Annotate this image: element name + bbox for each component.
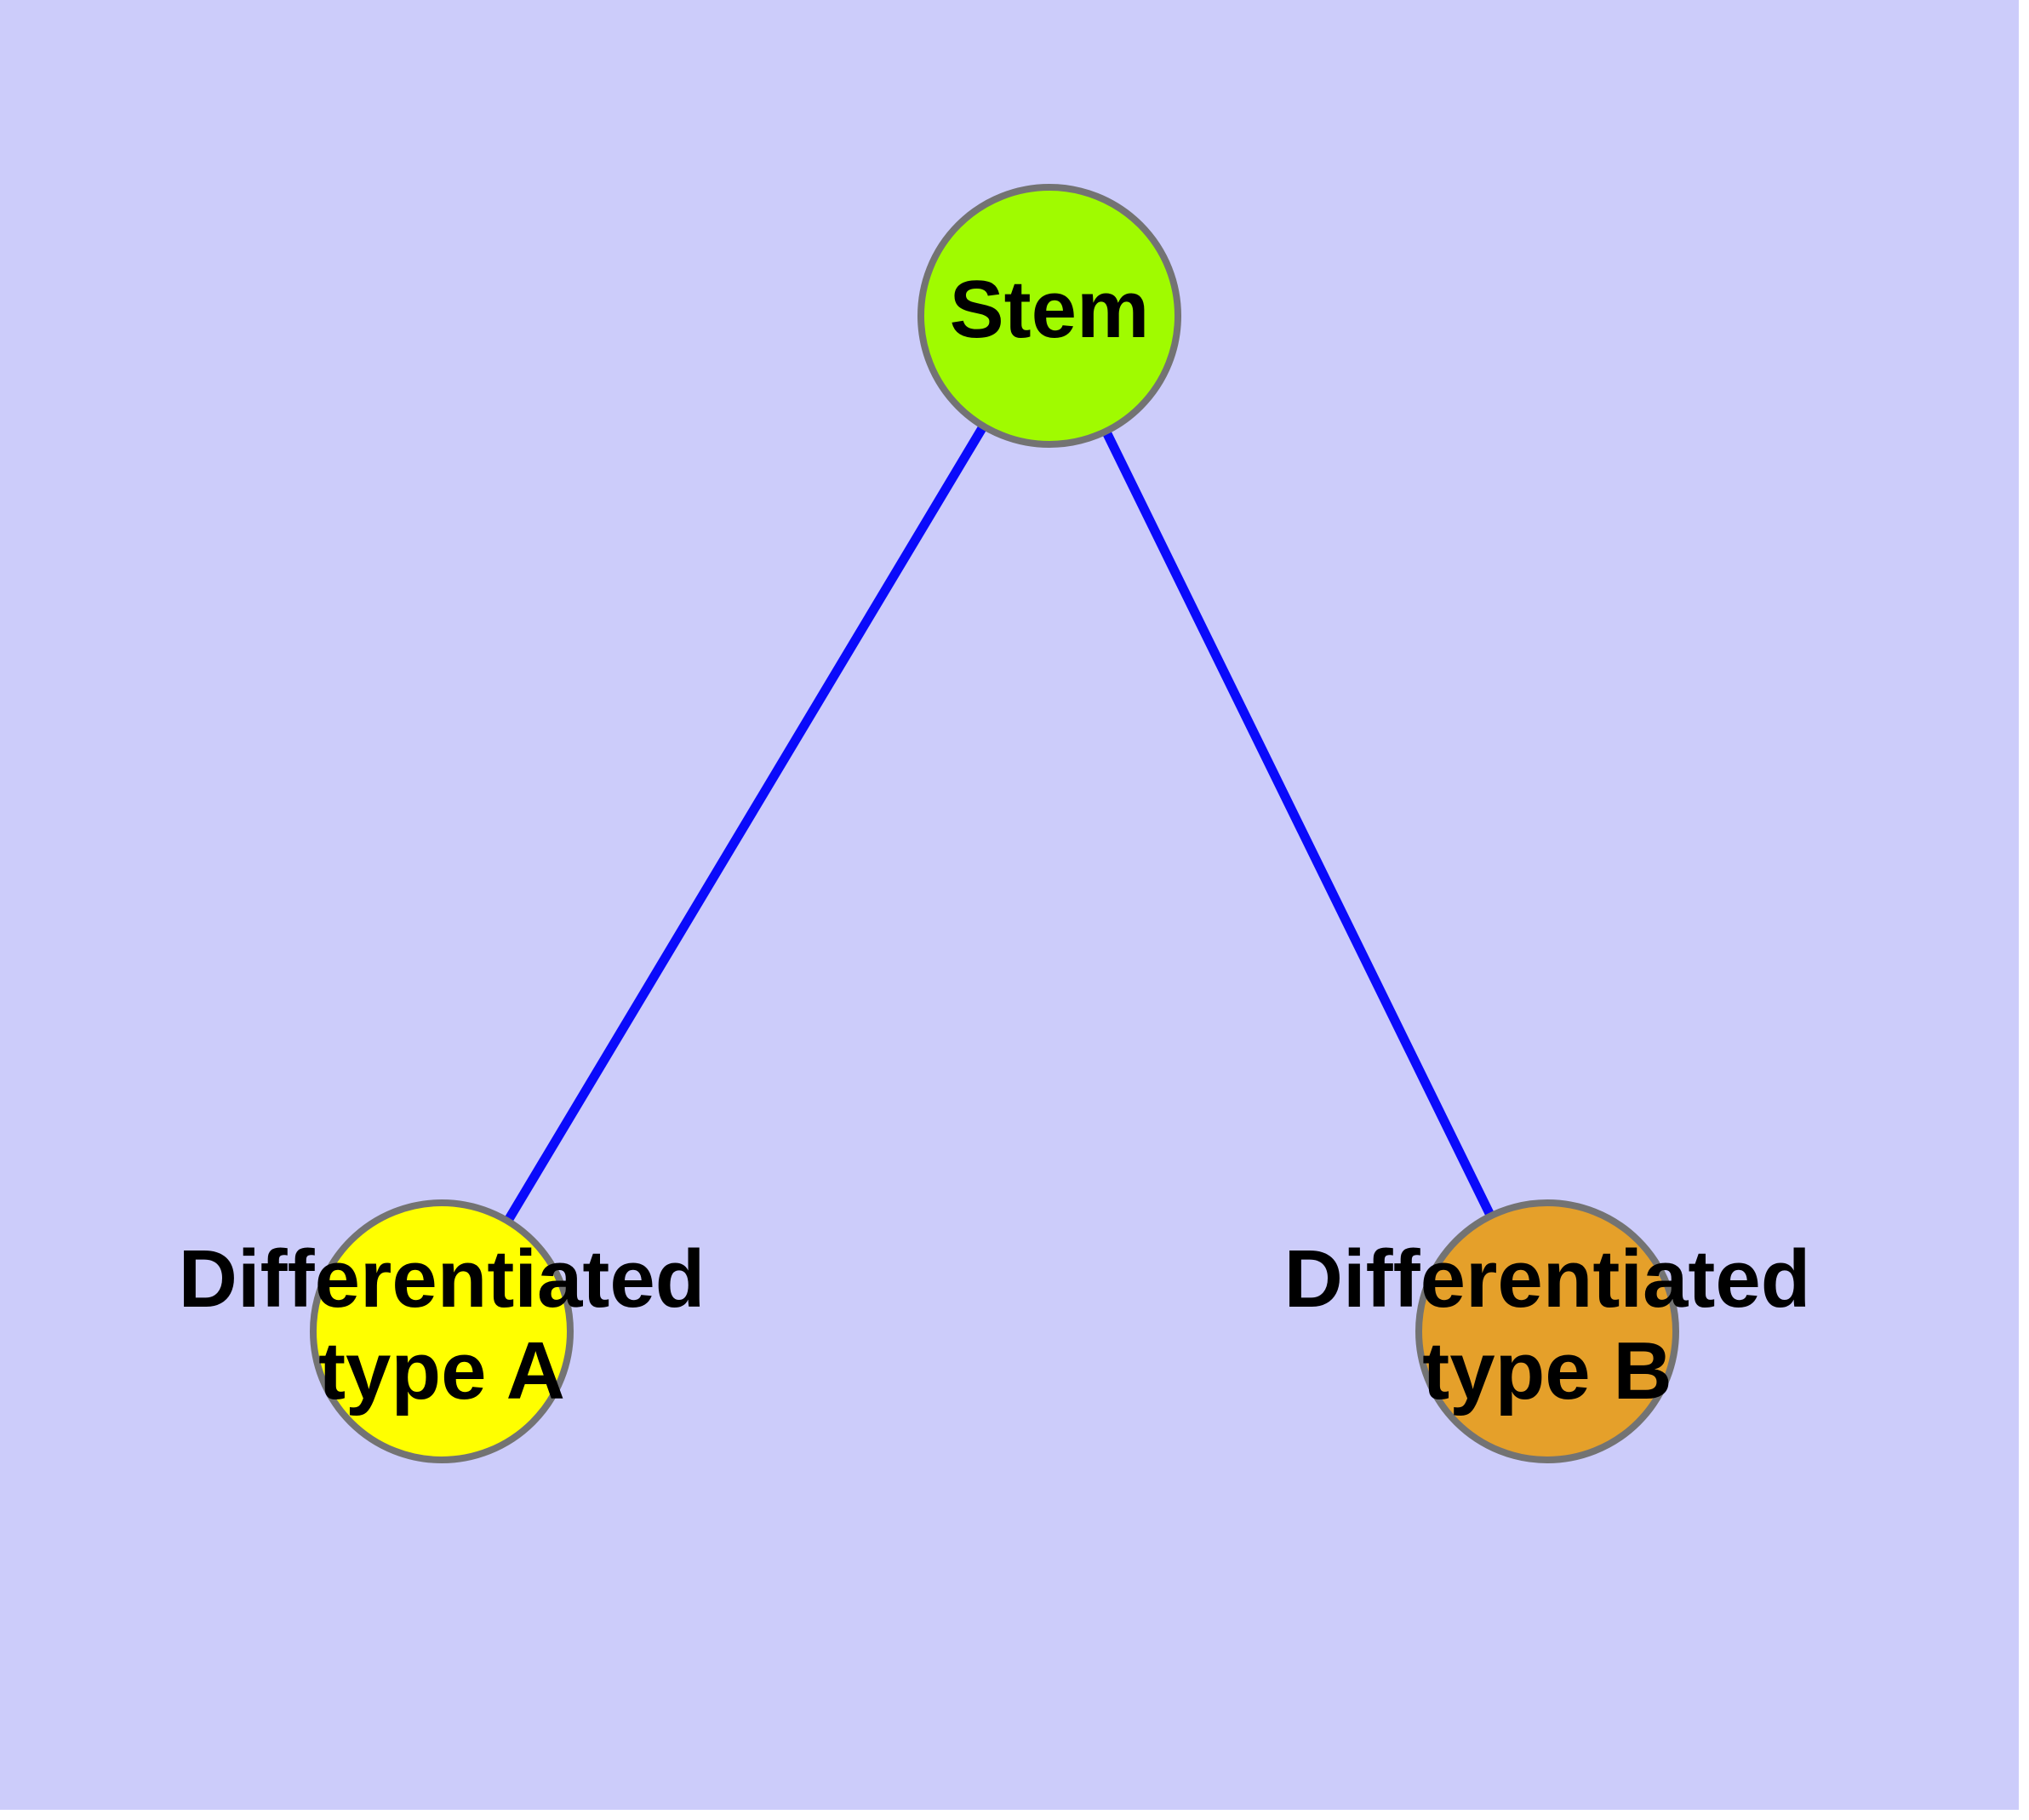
- node-differentiated-type-b-circle[interactable]: [1415, 1199, 1679, 1463]
- node-layer: [310, 184, 1679, 1463]
- edge-stem-to-differentiated-type-b[interactable]: [1045, 313, 1552, 1334]
- node-stem-label: Stem: [950, 264, 1150, 355]
- node-stem-circle[interactable]: [917, 184, 1181, 448]
- edge-stem-to-differentiated-type-a[interactable]: [437, 313, 1054, 1334]
- edge-layer: [437, 313, 1552, 1334]
- node-differentiated-type-a-circle[interactable]: [310, 1199, 574, 1463]
